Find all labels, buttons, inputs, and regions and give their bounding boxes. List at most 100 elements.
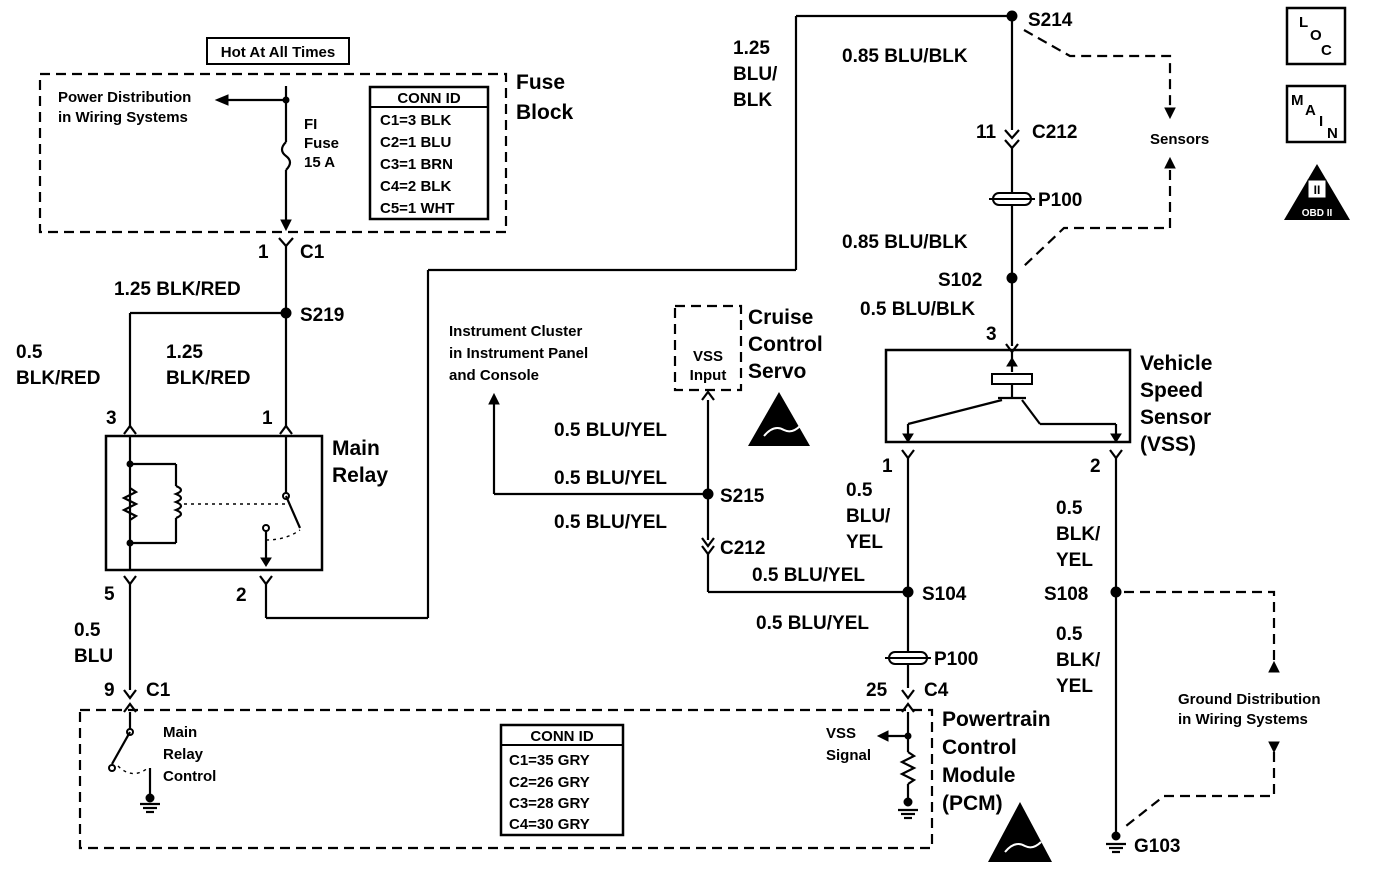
pin-label: 9 bbox=[104, 680, 115, 701]
esd-warning-icon bbox=[748, 392, 810, 446]
ground-icon bbox=[145, 793, 155, 803]
splice-s102 bbox=[1006, 272, 1018, 284]
svg-text:C3=1 BRN: C3=1 BRN bbox=[380, 156, 453, 173]
ground-label: G103 bbox=[1134, 836, 1180, 857]
vss-input-label-2: Input bbox=[690, 367, 727, 384]
relay-control-label-3: Control bbox=[163, 768, 216, 785]
svg-text:I: I bbox=[1319, 113, 1323, 130]
arrow-down-icon bbox=[1268, 741, 1280, 754]
pin-label: 3 bbox=[986, 324, 997, 345]
wire-label: 1.25 bbox=[166, 342, 203, 363]
arrow-left-icon bbox=[214, 94, 229, 106]
vss-title-3: Sensor bbox=[1140, 406, 1211, 429]
wire-label: 0.5 BLU/YEL bbox=[554, 512, 667, 533]
instrument-cluster-label-2: in Instrument Panel bbox=[449, 345, 588, 362]
pin-label: 11 bbox=[976, 122, 997, 143]
svg-text:C2=26 GRY: C2=26 GRY bbox=[509, 774, 590, 791]
splice-label: S104 bbox=[922, 584, 967, 605]
ground-dist-label: Ground Distribution bbox=[1178, 691, 1320, 708]
svg-text:C3=28 GRY: C3=28 GRY bbox=[509, 795, 590, 812]
vss-title-4: (VSS) bbox=[1140, 433, 1196, 456]
svg-text:CONN ID: CONN ID bbox=[397, 90, 461, 107]
wire-label: YEL bbox=[1056, 550, 1093, 571]
relay-control-label: Main bbox=[163, 724, 197, 741]
wire-label: 0.5 bbox=[1056, 498, 1083, 519]
coil-icon bbox=[173, 484, 183, 520]
splice-s104 bbox=[902, 586, 914, 598]
wire-label: BLU bbox=[74, 646, 113, 667]
main-icon[interactable]: M A I N bbox=[1285, 84, 1347, 144]
pcm-title-2: Control bbox=[942, 736, 1017, 759]
hot-at-all-times-label: Hot At All Times bbox=[206, 37, 350, 65]
fuse-label: Fuse bbox=[304, 135, 339, 152]
svg-text:A: A bbox=[1305, 102, 1316, 119]
connector-label: C212 bbox=[720, 538, 765, 559]
main-relay-title: Main bbox=[332, 437, 380, 460]
wire-label: 1.25 BLK/RED bbox=[114, 279, 241, 300]
wire-label: 0.5 bbox=[74, 620, 101, 641]
fuse-block-outline bbox=[38, 72, 508, 234]
fuse-conn-table: CONN ID C1=3 BLK C2=1 BLU C3=1 BRN C4=2 … bbox=[368, 85, 490, 221]
svg-text:N: N bbox=[1327, 125, 1338, 142]
svg-text:O: O bbox=[1310, 27, 1322, 44]
wire-label: 0.5 BLU/YEL bbox=[756, 613, 869, 634]
relay-control-switch-icon bbox=[111, 731, 131, 765]
svg-text:L: L bbox=[1299, 14, 1308, 31]
arrow-down-icon bbox=[280, 219, 292, 232]
wire-label: BLU/ bbox=[846, 506, 891, 527]
wire-label: 0.85 BLU/BLK bbox=[842, 46, 968, 67]
svg-text:C4=30 GRY: C4=30 GRY bbox=[509, 816, 590, 833]
ground-dist-label-2: in Wiring Systems bbox=[1178, 711, 1308, 728]
sensors-label: Sensors bbox=[1150, 131, 1209, 148]
splice-s108 bbox=[1110, 586, 1122, 598]
ground-icon bbox=[903, 797, 913, 807]
relay-switch-icon bbox=[284, 495, 302, 529]
svg-text:CONN ID: CONN ID bbox=[530, 728, 594, 745]
connector-label: C4 bbox=[924, 680, 949, 701]
obd-ii-icon[interactable]: II OBD II bbox=[1284, 164, 1350, 220]
svg-text:C5=1 WHT: C5=1 WHT bbox=[380, 200, 455, 217]
wire-label: 1.25 bbox=[733, 38, 770, 59]
wire-label: YEL bbox=[1056, 676, 1093, 697]
splice-label: S219 bbox=[300, 305, 344, 326]
fuse-block-title-2: Block bbox=[516, 101, 574, 124]
svg-text:Hot At All Times: Hot At All Times bbox=[221, 44, 335, 61]
cruise-servo-outline bbox=[673, 304, 743, 392]
wire-label: 0.5 BLU/YEL bbox=[752, 565, 865, 586]
wire-label: BLK/RED bbox=[166, 368, 250, 389]
wire-label: BLK/RED bbox=[16, 368, 100, 389]
connector-p100-icon bbox=[885, 651, 931, 665]
main-relay-box bbox=[104, 434, 324, 572]
main-relay-title-2: Relay bbox=[332, 464, 388, 487]
fuse-icon bbox=[280, 141, 292, 171]
connector-label: C212 bbox=[1032, 122, 1077, 143]
connector-label: C1 bbox=[146, 680, 171, 701]
vss-sensor-box bbox=[884, 348, 1132, 444]
arrow-left-icon bbox=[876, 730, 889, 742]
svg-text:C: C bbox=[1321, 42, 1332, 59]
wire-label: YEL bbox=[846, 532, 883, 553]
fuse-block-title: Fuse bbox=[516, 71, 565, 94]
esd-warning-icon bbox=[988, 802, 1052, 862]
connector-p100-icon bbox=[989, 192, 1035, 206]
loc-icon[interactable]: L O C bbox=[1285, 6, 1347, 66]
fuse-rating: 15 A bbox=[304, 154, 335, 171]
sensor-element-icon bbox=[991, 373, 1033, 385]
svg-text:C1=35 GRY: C1=35 GRY bbox=[509, 752, 590, 769]
wire-label: 0.5 bbox=[1056, 624, 1083, 645]
connector-label: P100 bbox=[1038, 190, 1082, 211]
wire-label: BLU/ bbox=[733, 64, 778, 85]
fuse-name: FI bbox=[304, 116, 317, 133]
wire-label: 0.5 BLU/YEL bbox=[554, 420, 667, 441]
pcm-title: Powertrain bbox=[942, 708, 1051, 731]
relay-control-label-2: Relay bbox=[163, 746, 204, 763]
resistor-icon bbox=[121, 487, 139, 521]
pin-label: 1 bbox=[882, 456, 893, 477]
cruise-title-3: Servo bbox=[748, 360, 806, 383]
pcm-conn-table: CONN ID C1=35 GRY C2=26 GRY C3=28 GRY C4… bbox=[499, 723, 625, 837]
svg-text:C2=1 BLU: C2=1 BLU bbox=[380, 134, 451, 151]
vss-title: Vehicle bbox=[1140, 352, 1212, 375]
svg-text:OBD II: OBD II bbox=[1302, 208, 1333, 219]
resistor-icon bbox=[899, 751, 917, 785]
pin-label: 3 bbox=[106, 408, 117, 429]
